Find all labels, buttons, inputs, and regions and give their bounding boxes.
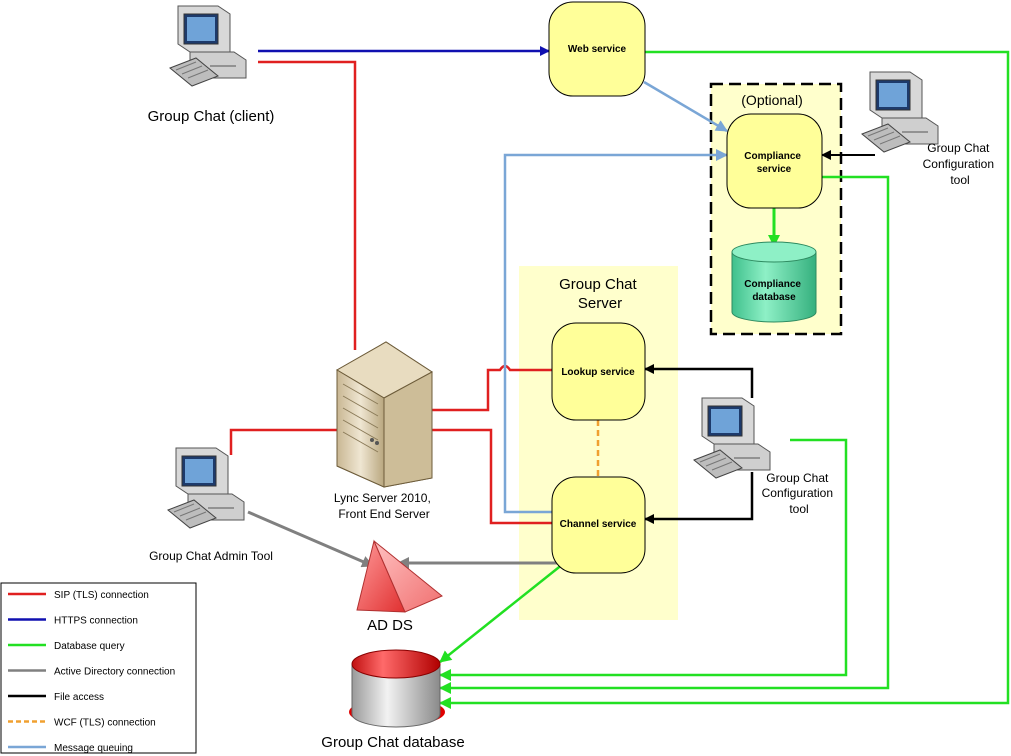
group-chat-server-label: Group Chat Server: [559, 276, 641, 312]
legend-label: Active Directory connection: [54, 667, 175, 678]
front-end-server-icon: [336, 341, 433, 488]
compliance-service-node: Compliance service: [726, 113, 823, 209]
client-computer-icon: [169, 5, 247, 87]
front-end-server-label: Lync Server 2010, Front End Server: [334, 491, 434, 521]
legend-label: SIP (TLS) connection: [54, 590, 149, 601]
legend-item: Database query: [8, 641, 125, 652]
group-chat-database-label: Group Chat database: [321, 734, 464, 751]
legend-item: SIP (TLS) connection: [8, 590, 149, 601]
compliance-service-line2: service: [757, 164, 792, 175]
channel-service-node: Channel service: [551, 476, 646, 574]
legend-item: Active Directory connection: [8, 667, 175, 678]
adds-pyramid-icon: [356, 539, 443, 613]
ad-admin-adds: [247, 510, 374, 568]
optional-label: (Optional): [741, 92, 802, 108]
compliance-database-node: Compliance database: [731, 241, 817, 323]
config-tool-mid-line1: Group Chat: [766, 471, 829, 485]
config-tool-top-computer-icon: [861, 71, 939, 153]
legend-item: HTTPS connection: [8, 616, 138, 627]
compliance-database-line1: Compliance: [744, 279, 801, 290]
legend-item: File access: [8, 692, 104, 703]
config-tool-top-line3: tool: [950, 173, 969, 187]
legend-label: HTTPS connection: [54, 616, 138, 627]
db-config-database: [439, 438, 848, 681]
web-service-node: Web service: [548, 1, 646, 97]
lookup-service-label: Lookup service: [561, 367, 635, 378]
config-tool-mid-label: Group Chat Configuration tool: [762, 471, 837, 516]
config-tool-top-line1: Group Chat: [927, 141, 990, 155]
server-label-line2: Server: [578, 295, 622, 312]
adds-label: AD DS: [367, 617, 413, 634]
compliance-database-line2: database: [752, 292, 796, 303]
db-channel-database: [439, 559, 569, 663]
legend-item: WCF (TLS) connection: [8, 718, 156, 729]
config-tool-mid-computer-icon: [693, 397, 771, 479]
legend-label: WCF (TLS) connection: [54, 718, 156, 729]
mq-web-compliance: [643, 80, 728, 133]
config-tool-mid-line2: Configuration: [762, 486, 833, 500]
lookup-service-node: Lookup service: [551, 322, 646, 421]
web-service-label: Web service: [568, 44, 627, 55]
config-tool-top-label: Group Chat Configuration tool: [923, 141, 998, 187]
legend-item: Message queuing: [8, 743, 133, 754]
compliance-service-label: Compliance service: [744, 151, 803, 175]
legend-label: Message queuing: [54, 743, 133, 754]
server-label-line1: Group Chat: [559, 276, 637, 293]
legend-label: Database query: [54, 641, 125, 652]
file-access-lookup: [644, 364, 754, 398]
config-tool-mid-line3: tool: [789, 502, 808, 516]
front-end-line1: Lync Server 2010,: [334, 491, 431, 505]
compliance-service-line1: Compliance: [744, 151, 801, 162]
sip-admin-frontend: [229, 428, 337, 455]
channel-service-label: Channel service: [560, 519, 637, 530]
admin-tool-label: Group Chat Admin Tool: [149, 549, 273, 563]
admin-tool-computer-icon: [167, 447, 245, 529]
group-chat-database-icon: [349, 649, 445, 728]
sip-frontend-channel: [432, 428, 552, 525]
compliance-database-label: Compliance database: [744, 279, 803, 303]
client-label: Group Chat (client): [148, 108, 275, 125]
mq-channel-compliance: [503, 149, 728, 514]
config-tool-top-line2: Configuration: [923, 157, 994, 171]
legend-label: File access: [54, 692, 104, 703]
front-end-line2: Front End Server: [338, 507, 429, 521]
sip-client-frontend: [258, 60, 357, 350]
db-web-database: [439, 50, 1010, 709]
db-compliance-database: [439, 175, 890, 694]
file-access-channel: [644, 472, 754, 524]
